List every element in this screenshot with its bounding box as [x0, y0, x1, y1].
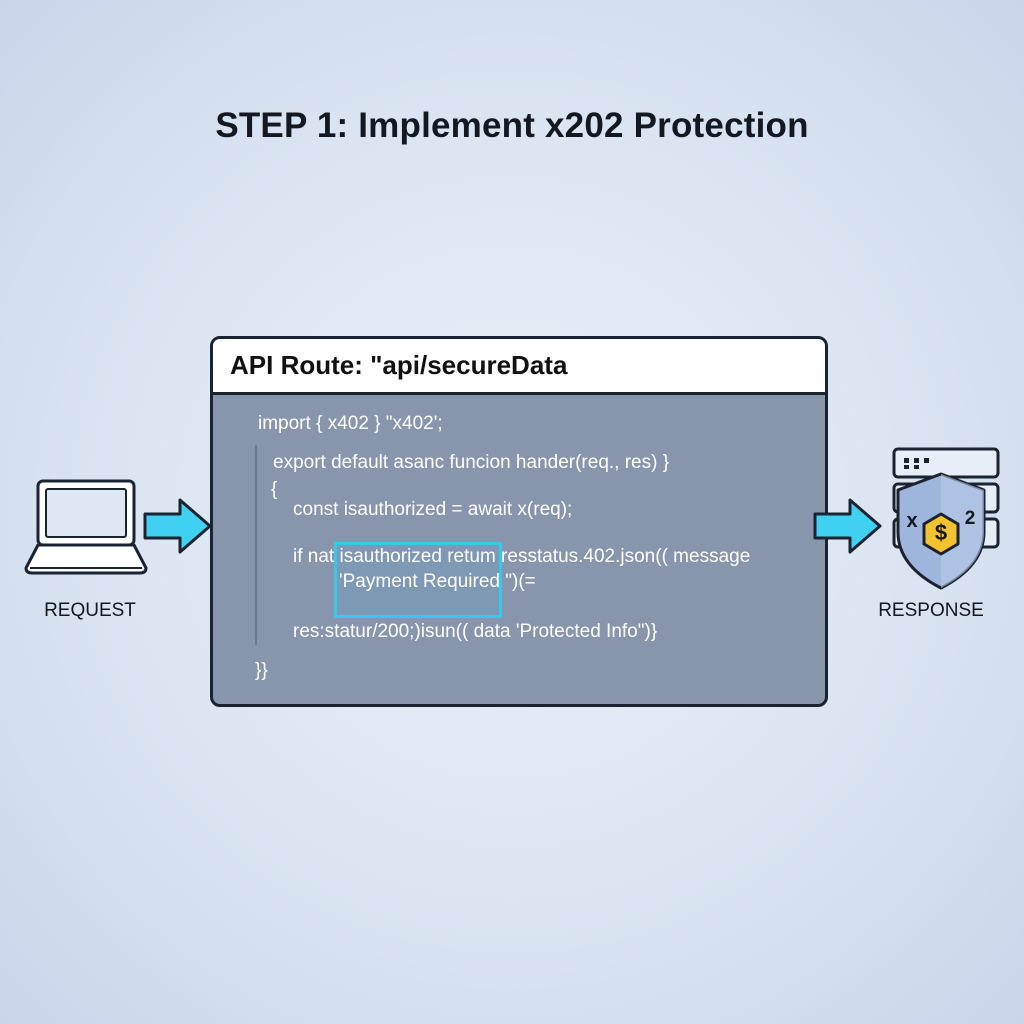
code-line: import { x402 } "x402';: [258, 413, 443, 434]
server-shield-icon: [892, 447, 1000, 590]
shield-x-label: x: [906, 510, 918, 532]
code-line: res:statur/200;)isun(( data 'Protected I…: [293, 621, 658, 642]
panel-header: API Route: "api/secureData: [213, 339, 825, 395]
shield-2-label: 2: [964, 508, 976, 529]
page-title: STEP 1: Implement x202 Protection: [215, 106, 809, 145]
laptop-icon: [24, 479, 148, 575]
code-line: 'Payment Required ")(=: [339, 571, 536, 592]
code-block: import { x402 } "x402'; export default a…: [213, 395, 825, 701]
code-gutter: [255, 445, 257, 645]
highlight-box: [334, 542, 502, 618]
request-label: REQUEST: [44, 600, 136, 621]
response-label: RESPONSE: [878, 600, 984, 621]
code-line: }}: [255, 660, 268, 681]
coin-symbol: $: [934, 520, 948, 545]
code-line: const isauthorized = await x(req);: [293, 499, 573, 520]
api-route-panel: API Route: "api/secureData import { x402…: [210, 336, 828, 707]
code-line: if nat isauthorized retum resstatus.402.…: [293, 546, 751, 567]
code-line: export default asanc funcion hander(req.…: [273, 452, 670, 473]
response-arrow-icon: [813, 498, 882, 554]
code-line: {: [271, 479, 278, 500]
request-arrow-icon: [143, 498, 212, 554]
